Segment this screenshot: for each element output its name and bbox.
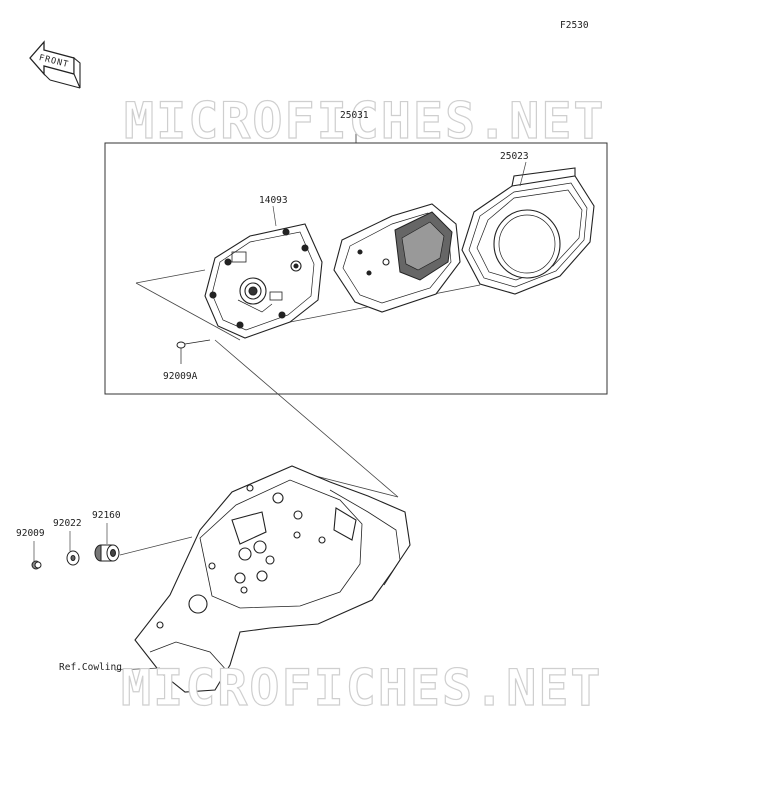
label-92022: 92022 xyxy=(53,518,82,529)
label-92009A: 92009A xyxy=(163,371,198,382)
figure-code: F2530 xyxy=(560,20,589,31)
label-ref-cowling: Ref.Cowling xyxy=(59,662,122,673)
watermark-top: MICROFICHES.NET xyxy=(123,92,606,150)
label-25031: 25031 xyxy=(340,110,369,121)
meter-cover xyxy=(461,167,595,295)
label-92009: 92009 xyxy=(16,528,45,539)
watermark-bottom: MICROFICHES.NET xyxy=(120,659,603,717)
cowling xyxy=(134,465,411,693)
label-14093: 14093 xyxy=(259,195,288,206)
screw-92009A xyxy=(176,339,211,364)
meter-body xyxy=(333,203,461,313)
screw-92009 xyxy=(31,560,42,570)
label-25023: 25023 xyxy=(500,151,529,162)
washer-92022 xyxy=(66,550,80,566)
meter-case xyxy=(204,223,323,339)
part-leaders xyxy=(33,161,527,671)
grommet-92160 xyxy=(94,544,120,562)
label-92160: 92160 xyxy=(92,510,121,521)
front-arrow-icon xyxy=(29,40,81,89)
